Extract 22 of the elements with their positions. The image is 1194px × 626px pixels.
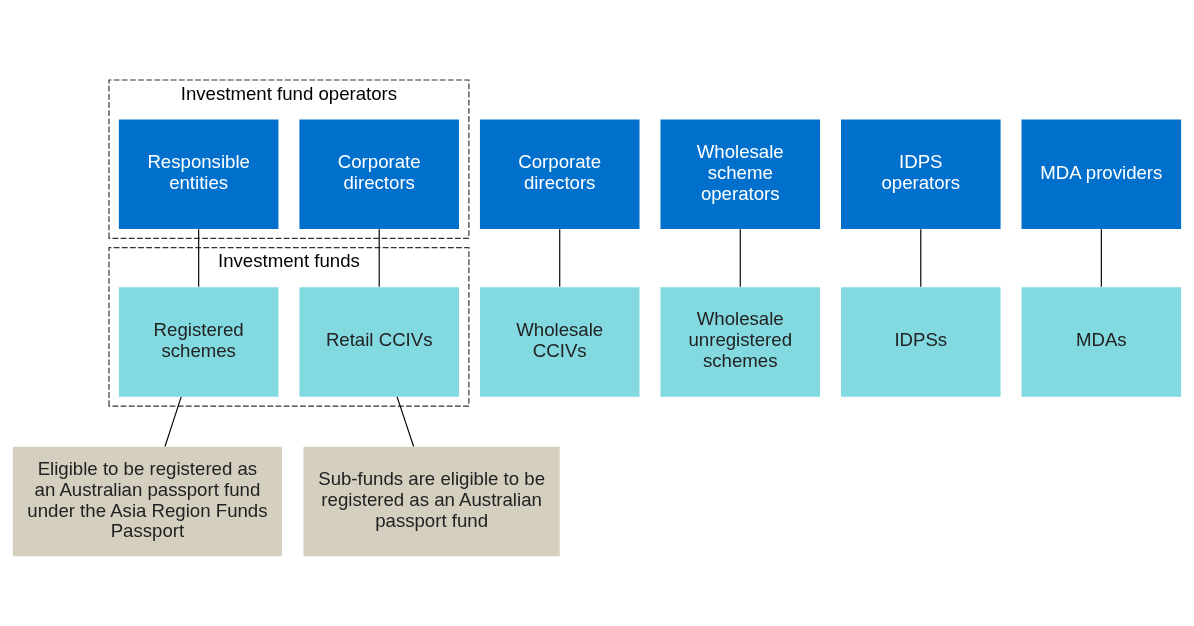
node-box: Eligible to be registered as an Australian passport fund under the Asia Region Funds Passport — [12, 446, 282, 556]
node-box: MDA providers — [1021, 119, 1182, 229]
node-box: Registered schemes — [118, 286, 279, 397]
connector — [396, 395, 415, 447]
node-box: Wholesale CCIVs — [479, 286, 640, 397]
node-box: IDPS operators — [841, 119, 1001, 229]
connector — [559, 228, 561, 287]
connector — [739, 228, 741, 287]
node-box: Retail CCIVs — [299, 286, 459, 397]
node-box: Corporate directors — [299, 119, 459, 229]
node-box: IDPSs — [841, 286, 1001, 397]
connector — [378, 228, 380, 287]
connector — [198, 228, 200, 287]
node-box: MDAs — [1021, 286, 1182, 397]
node-box: Responsible entities — [118, 119, 279, 229]
connector — [164, 395, 182, 447]
node-box: Wholesale unregistered schemes — [660, 286, 821, 397]
connector — [1100, 228, 1102, 287]
node-box: Sub-funds are eligible to be registered as an Australian passport fund — [303, 446, 560, 556]
node-box: Corporate directors — [479, 119, 640, 229]
connector — [920, 228, 922, 287]
node-box: Wholesale scheme operators — [660, 119, 821, 229]
